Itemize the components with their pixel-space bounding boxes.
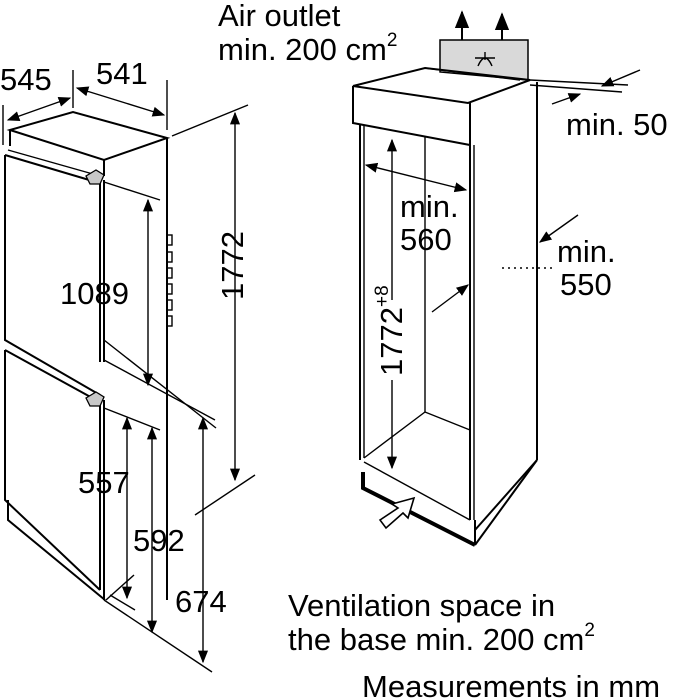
width-min-label: min. xyxy=(400,189,459,224)
depth-min-value: 550 xyxy=(560,267,612,302)
dim-545: 545 xyxy=(0,62,52,97)
hinge-icon xyxy=(85,169,105,185)
dim-541: 541 xyxy=(96,56,148,91)
depth-min-label: min. xyxy=(557,234,616,269)
air-outlet-area: min. 200 cm2 xyxy=(218,30,397,67)
width-min-value: 560 xyxy=(400,222,452,257)
air-outlet-title: Air outlet xyxy=(218,0,341,33)
fixing-brackets xyxy=(166,234,173,327)
appliance-drawing xyxy=(2,70,256,673)
fan-icon xyxy=(475,52,495,67)
top-gap-label: min. 50 xyxy=(566,107,668,142)
ventilation-line2: the base min. 200 cm2 xyxy=(288,620,595,657)
dim-1772: 1772 xyxy=(215,231,250,300)
hinge-icon xyxy=(85,391,105,407)
measurements-note: Measurements in mm xyxy=(362,669,660,700)
dim-1089: 1089 xyxy=(60,276,129,311)
dim-557: 557 xyxy=(78,465,130,500)
niche-drawing xyxy=(352,10,641,547)
niche-height: 1772+8 xyxy=(372,285,409,376)
inlet-arrow-icon xyxy=(378,496,416,530)
ventilation-line1: Ventilation space in xyxy=(288,588,555,623)
dim-592: 592 xyxy=(133,523,185,558)
dim-674: 674 xyxy=(175,584,227,619)
